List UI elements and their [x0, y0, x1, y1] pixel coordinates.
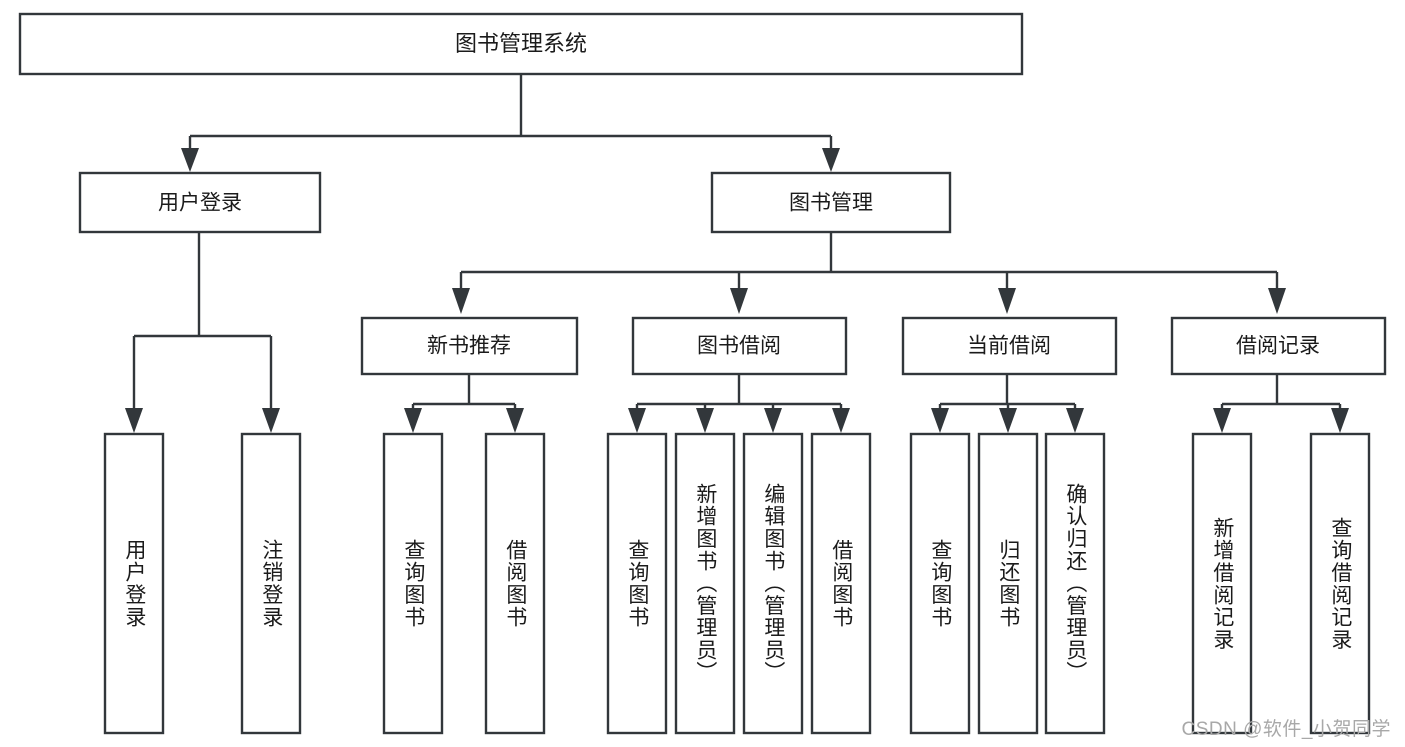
arrow-head-leaf-return-book	[999, 408, 1017, 433]
arrow-head-leaf-query-record	[1331, 408, 1349, 433]
node-current-borrow-box[interactable]	[901, 316, 1118, 376]
node-leaf-borrow-book-1-box[interactable]	[484, 432, 546, 735]
connector-group-book-borrow-to-leaves	[628, 374, 850, 433]
node-leaf-query-book-3-box[interactable]	[909, 432, 971, 735]
node-current-borrow-label: 当前借阅	[967, 335, 1051, 358]
node-leaf-user-logout-box[interactable]	[240, 432, 302, 735]
node-root-label: 图书管理系统	[455, 31, 587, 56]
arrow-head-leaf-add-book	[696, 408, 714, 433]
arrow-head-leaf-query-book-2	[628, 408, 646, 433]
node-new-book-recommend[interactable]: 新书推荐	[360, 316, 579, 376]
arrow-head-new-book-recommend	[452, 288, 470, 314]
node-book-borrow-label: 图书借阅	[697, 335, 781, 358]
arrow-head-leaf-edit-book	[764, 408, 782, 433]
arrow-head-leaf-query-book-3	[931, 408, 949, 433]
node-new-book-recommend-label: 新书推荐	[427, 335, 511, 358]
node-user-login-box[interactable]	[78, 171, 322, 234]
arrow-head-leaf-borrow-book-2	[832, 408, 850, 433]
node-book-management-box[interactable]	[710, 171, 952, 234]
arrow-head-leaf-borrow-book-1	[506, 408, 524, 433]
node-user-login[interactable]: 用户登录	[78, 171, 322, 234]
node-book-management[interactable]: 图书管理	[710, 171, 952, 234]
node-leaf-user-login-box[interactable]	[103, 432, 165, 735]
node-borrow-record[interactable]: 借阅记录	[1170, 316, 1387, 376]
node-leaf-edit-book-box[interactable]	[742, 432, 804, 735]
connector-group-user-login-to-leaves	[125, 232, 280, 433]
connector-group-book-management-to-level3	[452, 232, 1286, 314]
arrow-head-book-borrow	[730, 288, 748, 314]
node-leaf-confirm-return-box[interactable]	[1044, 432, 1106, 735]
arrow-head-leaf-user-logout	[262, 408, 280, 433]
node-book-borrow-box[interactable]	[631, 316, 848, 376]
node-leaf-query-book-1-box[interactable]	[382, 432, 444, 735]
node-root[interactable]: 图书管理系统	[18, 12, 1024, 76]
connector-group-root-to-level2	[181, 74, 840, 172]
arrow-head-user-login	[181, 148, 199, 172]
connector-group-current-borrow-to-leaves	[931, 374, 1084, 433]
node-root-box[interactable]	[18, 12, 1024, 76]
csdn-watermark: CSDN @软件_小贺同学	[1181, 719, 1391, 740]
node-borrow-record-box[interactable]	[1170, 316, 1387, 376]
arrow-head-leaf-confirm-return	[1066, 408, 1084, 433]
arrow-head-leaf-query-book-1	[404, 408, 422, 433]
arrow-head-borrow-record	[1268, 288, 1286, 314]
connector-group-borrow-record-to-leaves	[1213, 374, 1349, 433]
arrow-head-book-management	[822, 148, 840, 172]
node-book-borrow[interactable]: 图书借阅	[631, 316, 848, 376]
node-leaf-return-book-box[interactable]	[977, 432, 1039, 735]
node-leaf-add-record-box[interactable]	[1191, 432, 1253, 735]
node-leaf-query-book-2-box[interactable]	[606, 432, 668, 735]
node-leaf-borrow-book-2-box[interactable]	[810, 432, 872, 735]
node-user-login-label: 用户登录	[158, 192, 242, 215]
node-book-management-label: 图书管理	[789, 192, 873, 215]
node-new-book-recommend-box[interactable]	[360, 316, 579, 376]
node-leaf-query-record-box[interactable]	[1309, 432, 1371, 735]
arrow-head-leaf-user-login	[125, 408, 143, 433]
node-borrow-record-label: 借阅记录	[1236, 335, 1320, 358]
connector-group-new-book-recommend-to-leaves	[404, 374, 524, 433]
node-current-borrow[interactable]: 当前借阅	[901, 316, 1118, 376]
node-leaf-add-book-box[interactable]	[674, 432, 736, 735]
arrow-head-leaf-add-record	[1213, 408, 1231, 433]
arrow-head-current-borrow	[998, 288, 1016, 314]
